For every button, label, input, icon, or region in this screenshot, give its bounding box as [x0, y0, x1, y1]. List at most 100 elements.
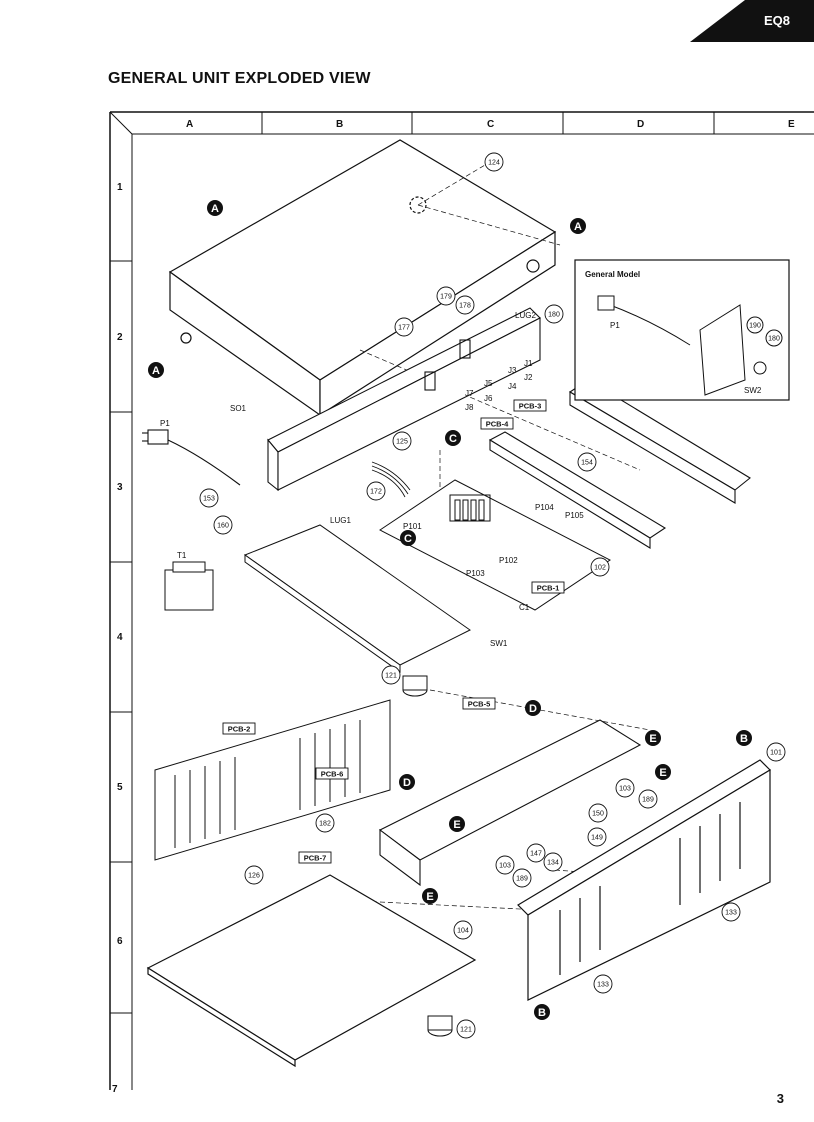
grid-column-labels: A B C D E: [186, 119, 795, 130]
inset-callout-190: 190: [749, 323, 761, 330]
grid-row-1: 1: [117, 182, 123, 193]
grid-row-6: 6: [117, 936, 123, 947]
pcb-tag-2: PCB-2: [228, 725, 251, 734]
page-number: 3: [776, 1091, 784, 1106]
callout-125: 125: [396, 439, 408, 446]
grid-row-labels: 1 2 3 4 5 6 7: [112, 182, 123, 1095]
knob-121: [402, 675, 453, 1037]
label-j6: J6: [484, 394, 493, 403]
callout-160: 160: [217, 523, 229, 530]
power-cord-p1: [142, 429, 241, 486]
callout-103-top: 103: [619, 786, 631, 793]
callout-101: 101: [770, 750, 782, 757]
marker-e-3: E: [453, 819, 460, 831]
marker-a-2: A: [574, 221, 582, 233]
label-j3: J3: [508, 366, 517, 375]
callout-182: 182: [319, 821, 331, 828]
reference-markers: A A A C C D D E E E E B B: [148, 200, 752, 1020]
label-j5: J5: [484, 379, 493, 388]
marker-e-4: E: [426, 891, 433, 903]
marker-d-2: D: [403, 777, 411, 789]
marker-a-3: A: [152, 365, 160, 377]
pcb-tag-5: PCB-5: [468, 700, 491, 709]
label-so1: SO1: [230, 404, 247, 413]
label-p1: P1: [160, 419, 170, 428]
marker-d-1: D: [529, 703, 537, 715]
marker-e-1: E: [649, 733, 656, 745]
marker-e-2: E: [659, 767, 666, 779]
inset-callout-180: 180: [768, 336, 780, 343]
inset-label-p1: P1: [610, 321, 620, 330]
grid-row-5: 5: [117, 782, 123, 793]
label-p103: P103: [466, 569, 485, 578]
label-t1: T1: [177, 551, 187, 560]
callout-147: 147: [530, 851, 542, 858]
chassis-bottom-plate: [243, 524, 471, 673]
grid-row-7: 7: [112, 1084, 118, 1095]
pcb-tag-6: PCB-6: [321, 770, 344, 779]
label-p104: P104: [535, 503, 554, 512]
main-pcb-board: [379, 479, 611, 611]
pcb-tag-1: PCB-1: [537, 584, 560, 593]
model-badge: EQ8: [690, 0, 814, 42]
grid-col-c: C: [487, 119, 494, 130]
front-sub-chassis: [378, 719, 642, 887]
label-j2: J2: [524, 373, 533, 382]
slider-pcb-bank: [154, 699, 391, 861]
callout-134: 134: [547, 860, 559, 867]
callout-104: 104: [457, 928, 469, 935]
part-callouts: [199, 152, 786, 1039]
callout-153: 153: [203, 496, 215, 503]
pcb-tag-7: PCB-7: [304, 854, 327, 863]
page-title: GENERAL UNIT EXPLODED VIEW: [108, 70, 371, 87]
model-badge-text: EQ8: [764, 13, 790, 28]
general-model-inset: General Model P1 SW2 190 180: [574, 259, 790, 401]
callout-133-bottom: 133: [597, 982, 609, 989]
top-cover: [168, 139, 557, 417]
marker-b-1: B: [740, 733, 748, 745]
callout-121-bottom: 121: [460, 1027, 472, 1034]
side-rail-right: [488, 379, 751, 549]
callout-178: 178: [459, 303, 471, 310]
label-p105: P105: [565, 511, 584, 520]
label-j1: J1: [524, 359, 533, 368]
grid-row-2: 2: [117, 332, 123, 343]
label-c1: C1: [519, 603, 530, 612]
bottom-cover: [146, 874, 477, 1068]
label-lug1: LUG1: [330, 516, 351, 525]
callout-150: 150: [592, 811, 604, 818]
callout-133-right: 133: [725, 910, 737, 917]
inset-label-sw2: SW2: [744, 386, 762, 395]
component-labels: LUG2 SO1 P1 T1 LUG1 P101 P102 P103 P104 …: [160, 311, 584, 648]
pcb-tag-4: PCB-4: [486, 420, 509, 429]
rear-panel: [267, 307, 541, 492]
pcb-tags: PCB-3 PCB-4 PCB-1 PCB-2 PCB-5 PCB-6 PCB-…: [222, 399, 565, 864]
marker-a-1: A: [211, 203, 219, 215]
label-j4: J4: [508, 382, 517, 391]
callout-172: 172: [370, 489, 382, 496]
inset-title: General Model: [585, 270, 640, 279]
marker-b-2: B: [538, 1007, 546, 1019]
callout-189-bottom: 189: [516, 876, 528, 883]
marker-c-2: C: [404, 533, 412, 545]
callout-149: 149: [591, 835, 603, 842]
label-lug2: LUG2: [515, 311, 536, 320]
part-callout-numbers: 124 179 178 177 180 125 172 153 160 154 …: [203, 160, 782, 1034]
grid-col-d: D: [637, 119, 644, 130]
callout-121-top: 121: [385, 673, 397, 680]
label-p102: P102: [499, 556, 518, 565]
callout-179: 179: [440, 294, 452, 301]
label-p101: P101: [403, 522, 422, 531]
grid-row-4: 4: [117, 632, 123, 643]
callout-189-top: 189: [642, 797, 654, 804]
callout-103-bottom: 103: [499, 863, 511, 870]
pcb-tag-3: PCB-3: [519, 402, 542, 411]
wire-bundle: [371, 461, 411, 498]
grid-col-e: E: [788, 119, 795, 130]
callout-126: 126: [248, 873, 260, 880]
grid-row-3: 3: [117, 482, 123, 493]
callout-180: 180: [548, 312, 560, 319]
grid-col-b: B: [336, 119, 343, 130]
grid-col-a: A: [186, 119, 193, 130]
